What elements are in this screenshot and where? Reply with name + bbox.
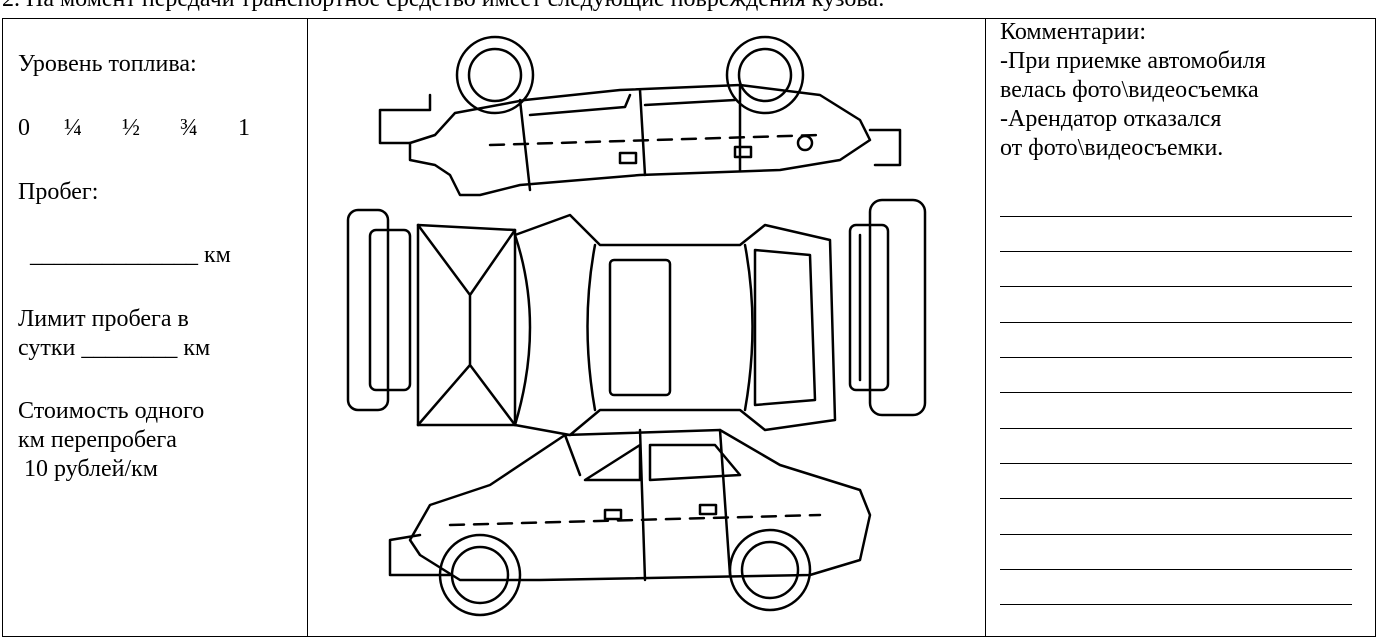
comment-blank-line (1000, 216, 1352, 217)
overrun-cost-line2: км перепробега (18, 427, 177, 453)
comment-blank-line (1000, 392, 1352, 393)
overrun-cost-line1: Стоимость одного (18, 398, 205, 424)
fuel-level-scale: 0 ¼ ½ ¾ 1 (18, 114, 288, 143)
table-divider-left (307, 18, 308, 637)
comment-blank-line (1000, 357, 1352, 358)
comment-blank-line (1000, 604, 1352, 605)
table-divider-right (985, 18, 986, 637)
mileage-field: ______________ км (30, 242, 231, 268)
comment-blank-line (1000, 428, 1352, 429)
comments-title: Комментарии: (1000, 19, 1147, 45)
section-heading: 2. На момент передачи транспортное средс… (2, 0, 885, 13)
fuel-level-option: ¼ (64, 115, 82, 141)
car-damage-diagram (346, 35, 927, 617)
car-top-view (513, 213, 837, 437)
fuel-level-option: 0 (18, 115, 30, 141)
comment-line: велась фото\видеосъемка (1000, 77, 1259, 103)
fuel-level-option: 1 (238, 115, 250, 141)
vehicle-info-cell: Уровень топлива: 0 ¼ ½ ¾ 1 Пробег: _____… (18, 50, 288, 484)
comment-blank-line (1000, 251, 1352, 252)
comment-blank-line (1000, 322, 1352, 323)
inspection-table (2, 18, 1376, 637)
comments-cell: Комментарии: -При приемке автомобиля вел… (1000, 18, 1370, 163)
comment-blank-line (1000, 534, 1352, 535)
mileage-label: Пробег: (18, 179, 99, 205)
fuel-level-option: ½ (122, 115, 140, 141)
mileage-limit-line1: Лимит пробега в (18, 306, 189, 332)
car-side-view-bottom (388, 428, 872, 617)
comment-blank-line (1000, 286, 1352, 287)
fuel-level-option: ¾ (180, 115, 198, 141)
comment-line: -Арендатор отказался (1000, 106, 1222, 132)
car-side-view-top (378, 35, 902, 197)
comment-blank-line (1000, 569, 1352, 570)
comment-line: от фото\видеосъемки. (1000, 135, 1224, 161)
comment-line: -При приемке автомобиля (1000, 48, 1266, 74)
fuel-level-label: Уровень топлива: (18, 51, 197, 77)
mileage-limit-line2: сутки ________ км (18, 335, 211, 361)
overrun-cost-line3: 10 рублей/км (18, 456, 158, 482)
car-front-view (346, 208, 532, 427)
comment-blank-line (1000, 498, 1352, 499)
car-rear-view (848, 198, 927, 417)
comment-blank-line (1000, 463, 1352, 464)
